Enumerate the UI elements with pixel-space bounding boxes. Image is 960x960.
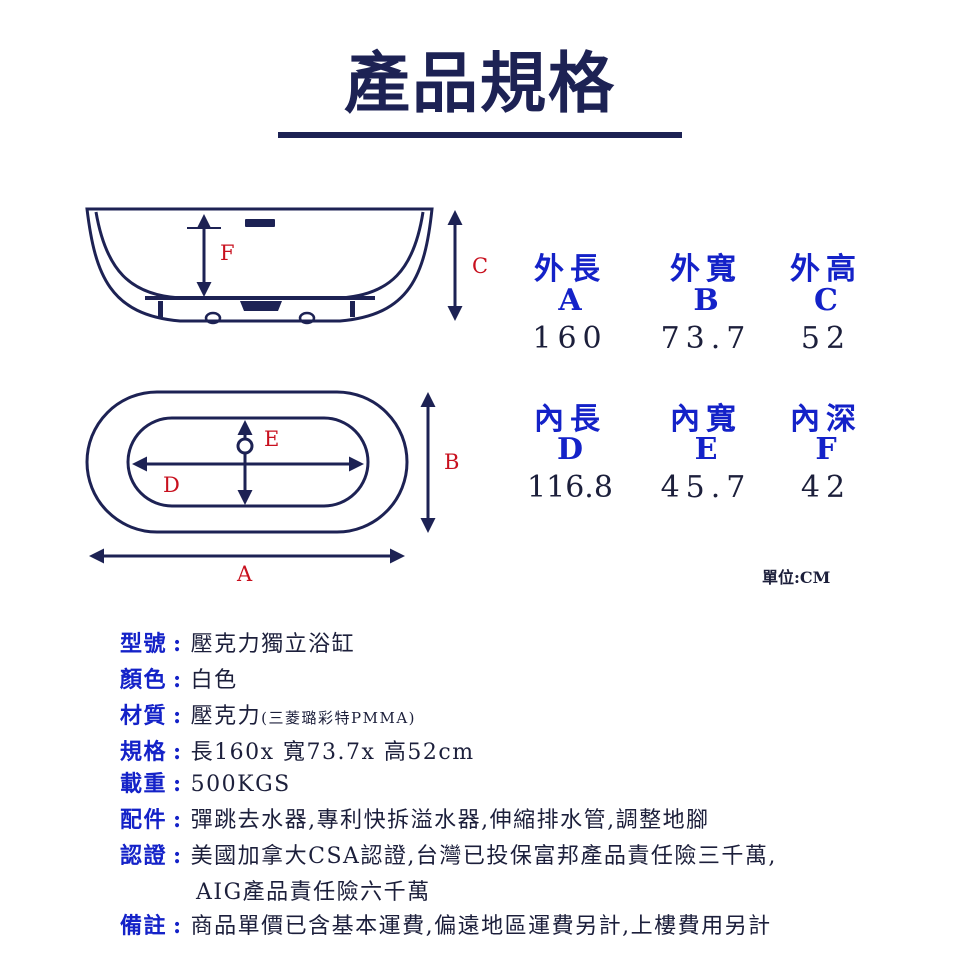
spec-letter-d: D bbox=[556, 432, 583, 467]
spec-letter-e: E bbox=[694, 432, 718, 467]
info-key: 配件 bbox=[120, 807, 168, 833]
tub-top-view bbox=[85, 390, 409, 534]
spec-value-b: 73.7 bbox=[660, 321, 752, 356]
info-value: 彈跳去水器,專利快拆溢水器,伸縮排水管,調整地腳 bbox=[190, 808, 710, 833]
info-value: 壓克力 bbox=[190, 704, 262, 729]
info-value: 壓克力獨立浴缸 bbox=[190, 632, 356, 657]
unit-note: 單位:CM bbox=[762, 568, 831, 587]
spec-value-c: 52 bbox=[800, 321, 852, 356]
spec-value-e: 45.7 bbox=[660, 470, 752, 505]
spec-value-a: 160 bbox=[532, 321, 608, 356]
info-row-material: 材質: 壓克力(三菱璐彩特PMMA) bbox=[120, 698, 416, 730]
info-key: 認證 bbox=[120, 843, 168, 869]
tub-side-view bbox=[85, 207, 434, 325]
info-row-load: 載重:500KGS bbox=[120, 766, 291, 798]
info-key: 規格 bbox=[120, 739, 168, 765]
info-note: (三菱璐彩特PMMA) bbox=[261, 709, 417, 727]
info-sep: : bbox=[173, 703, 183, 729]
spec-head-inner-length: 內長 bbox=[534, 402, 606, 437]
info-key: 顏色 bbox=[120, 667, 168, 693]
info-key: 材質 bbox=[120, 703, 168, 729]
info-row-cert: 認證: 美國加拿大CSA認證,台灣已投保富邦產品責任險三千萬, bbox=[120, 838, 777, 870]
info-row-color: 顏色: 白色 bbox=[120, 662, 238, 694]
info-value: 500KGS bbox=[190, 772, 291, 797]
info-sep: : bbox=[173, 843, 183, 869]
spec-letter-c: C bbox=[814, 283, 838, 318]
info-cert-continued: AIG產品責任險六千萬 bbox=[196, 880, 431, 905]
info-value: 白色 bbox=[190, 668, 238, 693]
info-row-size: 規格: 長160x 寬73.7x 高52cm bbox=[120, 734, 475, 766]
info-sep: : bbox=[173, 667, 183, 693]
label-e: E bbox=[264, 427, 279, 451]
spec-value-f: 42 bbox=[800, 470, 852, 505]
info-row-remark: 備註: 商品單價已含基本運費,偏遠地區運費另計,上樓費用另計 bbox=[120, 908, 772, 940]
info-sep: : bbox=[173, 739, 183, 765]
info-value: 長160x 寬73.7x 高52cm bbox=[190, 740, 475, 765]
label-a: A bbox=[236, 562, 253, 586]
spec-letter-b: B bbox=[693, 283, 719, 318]
label-b: B bbox=[444, 450, 459, 474]
spec-letter-f: F bbox=[815, 432, 837, 467]
page-title: 產品規格 bbox=[344, 44, 616, 122]
spec-letter-a: A bbox=[558, 283, 582, 318]
spec-value-d: 116.8 bbox=[527, 470, 613, 505]
info-value: 美國加拿大CSA認證,台灣已投保富邦產品責任險三千萬, bbox=[190, 844, 777, 869]
label-c: C bbox=[472, 254, 488, 278]
title-underline bbox=[278, 132, 682, 138]
spec-head-outer-height: 外高 bbox=[790, 252, 862, 287]
label-f: F bbox=[220, 241, 235, 265]
spec-head-inner-width: 內寬 bbox=[670, 402, 742, 437]
spec-head-outer-width: 外寬 bbox=[670, 252, 742, 287]
info-key: 備註 bbox=[120, 913, 168, 939]
info-sep: : bbox=[173, 771, 183, 797]
label-d: D bbox=[163, 473, 180, 497]
info-sep: : bbox=[173, 807, 183, 833]
info-row-parts: 配件: 彈跳去水器,專利快拆溢水器,伸縮排水管,調整地腳 bbox=[120, 802, 710, 834]
spec-head-inner-depth: 內深 bbox=[790, 402, 862, 437]
bathtub-diagram: F C D E B A bbox=[85, 207, 488, 586]
info-sep: : bbox=[173, 913, 183, 939]
drain-icon bbox=[236, 437, 254, 455]
info-key: 載重 bbox=[120, 771, 168, 797]
info-row-model: 型號: 壓克力獨立浴缸 bbox=[120, 626, 355, 658]
info-sep: : bbox=[173, 631, 183, 657]
spec-head-outer-length: 外長 bbox=[534, 252, 606, 287]
info-key: 型號 bbox=[120, 631, 168, 657]
info-value: 商品單價已含基本運費,偏遠地區運費另計,上樓費用另計 bbox=[190, 914, 772, 939]
